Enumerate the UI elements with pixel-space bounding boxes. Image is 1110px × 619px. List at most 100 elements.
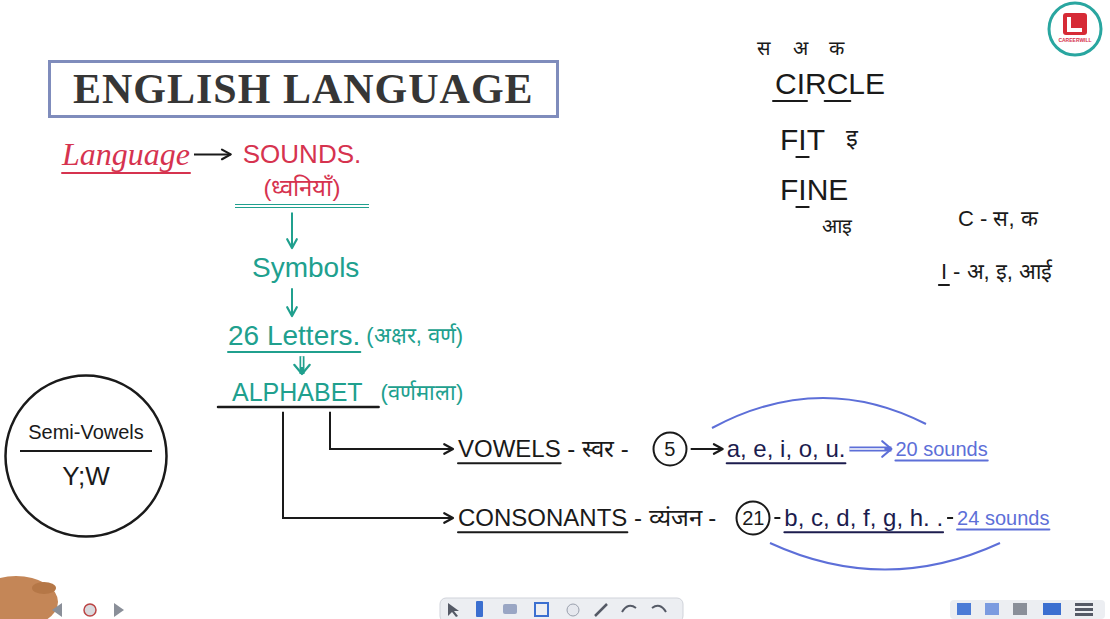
arrowhead: [287, 307, 297, 316]
flow-term: 26 Letters.(अक्षर, वर्ण): [228, 320, 463, 352]
connector: [194, 150, 231, 160]
logo-mark: [1063, 13, 1087, 35]
node-text: 24 sounds: [957, 507, 1049, 530]
logo: [1049, 3, 1101, 55]
connector-line: [291, 288, 293, 316]
title-text: ENGLISH LANGUAGE: [73, 66, 534, 112]
title-box: ENGLISH LANGUAGE: [48, 60, 559, 118]
annotation-text: इ: [846, 124, 858, 153]
tool-icon: [503, 604, 517, 614]
underline: [895, 460, 987, 462]
node-text: 26 Letters.: [228, 320, 360, 352]
underline: [458, 531, 627, 533]
blue-arc: [712, 398, 926, 428]
connector: [947, 518, 953, 519]
node-text: 21: [742, 507, 764, 530]
node-text: SOUNDS.: [243, 140, 361, 170]
underline: [795, 100, 807, 102]
flow-term: ALPHABET(वर्णमाला): [232, 378, 463, 407]
arrowhead: [882, 441, 891, 456]
underline: [218, 406, 379, 409]
node-text: b, c, d, f, g, h. .: [784, 504, 943, 532]
node-text: Symbols: [252, 252, 359, 284]
tool-icon: [622, 606, 636, 612]
tool-icon: [1075, 613, 1093, 616]
connector: [283, 412, 453, 523]
tool-icon: [1075, 603, 1093, 606]
category-term: VOWELS - स्वर -: [458, 435, 629, 463]
category-term: CONSONANTS - व्यंजन -: [458, 504, 716, 532]
circle-outline: [3, 373, 169, 539]
node-text: CONSONANTS - व्यंजन -: [458, 504, 716, 532]
underline: [957, 529, 1049, 531]
hand-finger: [32, 582, 56, 594]
sound-count: 20 sounds: [895, 438, 987, 461]
semi-vowel-circle: Semi-VowelsY;W: [3, 373, 169, 539]
tool-icon: [448, 603, 459, 617]
underline: [784, 531, 943, 533]
count-circle: 5: [653, 432, 687, 466]
arrowhead: [222, 150, 231, 160]
sound-count: 24 sounds: [957, 507, 1049, 530]
toolbar-bar: [950, 600, 1105, 619]
flow-term: Symbols: [252, 252, 359, 284]
circle-line: [5, 375, 166, 536]
connector-line: [774, 517, 780, 519]
logo-glyph: [1069, 17, 1082, 30]
logo-ring: [1049, 3, 1101, 55]
right-toolbar: [950, 600, 1105, 619]
logo-text: CAREERWILL: [1055, 37, 1095, 43]
connector-line: [849, 448, 884, 450]
annotation-text: FINE: [780, 172, 848, 208]
tool-icon: [567, 604, 579, 616]
arrowhead: [287, 239, 297, 248]
node-text: (ध्वनियाँ): [264, 174, 341, 202]
connector-line: [283, 412, 453, 518]
page-nav-icons: [52, 603, 124, 617]
underline-layer: [62, 101, 1049, 532]
node-text: VOWELS - स्वर -: [458, 435, 629, 463]
underline: [939, 284, 949, 286]
node-text: Language: [62, 136, 190, 173]
nav-icon: [84, 604, 96, 616]
toolbar-bar: [440, 598, 683, 619]
annotation-text: CIRCLE: [775, 66, 885, 102]
node-text: Y;W: [62, 462, 109, 492]
connector: [774, 518, 780, 519]
tool-icon: [1013, 603, 1027, 615]
tool-icon: [535, 603, 548, 616]
arrowhead: [444, 444, 453, 454]
connector-line: [291, 212, 293, 248]
tool-icon: [595, 604, 607, 616]
underline: [727, 462, 846, 464]
whiteboard-toolbar: [440, 598, 683, 619]
connector: [287, 212, 297, 248]
annotation-text: C - स, क: [958, 206, 1038, 232]
connector-line: [947, 517, 953, 519]
connector-line: [849, 447, 891, 452]
presenter-hand: [0, 576, 58, 619]
annotation-text: I - अ, इ, आई: [940, 254, 1052, 289]
underline: [796, 156, 808, 158]
tool-icon: [652, 606, 666, 612]
flow-term: SOUNDS. (ध्वनियाँ): [235, 140, 369, 208]
underline: [458, 462, 561, 464]
flow-term: Language: [62, 136, 190, 173]
tool-icon: [476, 601, 483, 617]
connector: [849, 441, 891, 456]
node-text: ALPHABET: [232, 378, 363, 407]
arrowhead: [294, 365, 309, 374]
blue-arc: [770, 543, 1000, 570]
connector-line: [301, 356, 303, 367]
connector: [294, 356, 309, 374]
arrowhead: [714, 444, 723, 454]
node-text: 5: [664, 438, 675, 461]
tool-icon: [957, 603, 971, 615]
count-circle: 21: [736, 501, 770, 535]
hand-shape: [0, 576, 58, 619]
annotation-text: आइ: [822, 214, 852, 238]
connector-line: [691, 448, 723, 450]
underline: [796, 206, 808, 208]
tool-icon: [1075, 608, 1093, 611]
